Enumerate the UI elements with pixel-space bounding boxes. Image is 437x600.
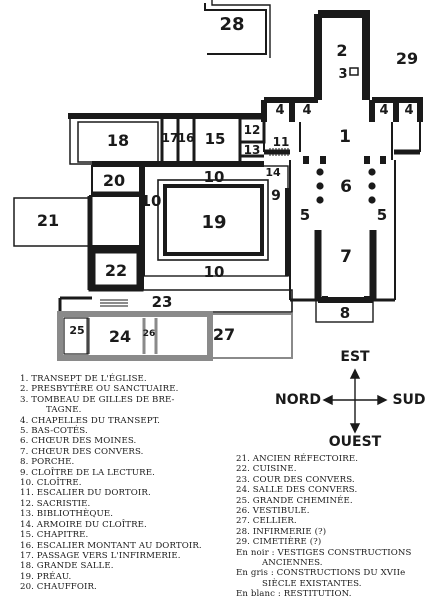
room-labels: 28 2 3 29 4 4 4 4 1 14 6 9 5 5 7 8 18 17… [37, 14, 418, 346]
room-27-label: 27 [213, 325, 235, 344]
legend-item: 13. BIBLIOTHÈQUE. [20, 509, 114, 520]
room-29-label: 29 [396, 49, 418, 68]
legend-item: 21. ANCIEN RÉFECTOIRE. [236, 454, 359, 464]
room-5-label: 5 [300, 206, 310, 224]
nave-piers [303, 156, 386, 302]
legend-item: 16. ESCALIER MONTANT AU DORTOIR. [20, 540, 202, 551]
legend-item: 15. CHAPITRE. [20, 530, 89, 541]
legend-item: En blanc : RESTITUTION. [236, 589, 352, 600]
legend-item: En gris : CONSTRUCTIONS DU XVIIe [236, 568, 406, 579]
room-13-label: 13 [244, 143, 261, 157]
legend-left-column: 1. TRANSEPT DE L'ÉGLISE.2. PRESBYTÈRE OU… [20, 374, 240, 593]
legend-item: En noir : VESTIGES CONSTRUCTIONS [236, 547, 412, 558]
room-4-label: 4 [275, 103, 284, 118]
legend-item: 14. ARMOIRE DU CLOÎTRE. [20, 519, 147, 530]
legend-right-column: 21. ANCIEN RÉFECTOIRE.22. CUISINE.23. CO… [236, 454, 434, 600]
legend-item: 1. TRANSEPT DE L'ÉGLISE. [20, 374, 147, 384]
plan-walls [13, 0, 423, 361]
legend-item: 19. PRÉAU. [20, 571, 72, 582]
compass-north-label: NORD [275, 392, 321, 408]
legend-item: 29. CIMETIÈRE (?) [236, 537, 322, 548]
room-2-label: 2 [336, 41, 347, 60]
legend-item: 6. CHŒUR DES MOINES. [20, 436, 137, 447]
room-14-label: 14 [265, 166, 281, 179]
compass-south-label: SUD [392, 392, 425, 408]
legend-item: 7. CHŒUR DES CONVERS. [20, 446, 144, 457]
legend-item: 10. CLOÎTRE. [20, 478, 82, 489]
room-3-label: 3 [338, 67, 347, 82]
room-15-label: 15 [205, 130, 226, 148]
room-4-label: 4 [404, 103, 413, 118]
legend-item: 12. SACRISTIE. [20, 498, 91, 509]
room-4-label: 4 [302, 103, 311, 118]
room-26-label: 26 [143, 329, 156, 339]
legend-item: 24. SALLE DES CONVERS. [236, 485, 358, 496]
legend-item: 25. GRANDE CHEMINÉE. [236, 495, 353, 506]
legend-item: 20. CHAUFFOIR. [20, 582, 97, 593]
room-10-label: 10 [141, 192, 162, 210]
room-8-label: 8 [340, 304, 350, 322]
legend-item: 23. COUR DES CONVERS. [236, 474, 355, 485]
legend-item: 3. TOMBEAU DE GILLES DE BRE- [20, 394, 175, 405]
legend-item: TAGNE. [46, 405, 82, 416]
room-20-label: 20 [103, 171, 125, 190]
legend-item: 9. CLOÎTRE DE LA LECTURE. [20, 467, 155, 478]
room-5-label: 5 [377, 206, 387, 224]
room-19-label: 19 [201, 212, 226, 233]
room-7-label: 7 [340, 247, 352, 267]
legend-item: 17. PASSAGE VERS L'INFIRMERIE. [20, 550, 181, 561]
room-28-label: 28 [219, 14, 244, 35]
room-17-label: 17 [162, 131, 179, 145]
legend-item: 8. PORCHE. [20, 457, 75, 468]
compass-west-label: OUEST [329, 434, 382, 450]
legend-item: 11. ESCALIER DU DORTOIR. [20, 488, 151, 499]
room-25-label: 25 [69, 324, 84, 337]
legend-item: 26. VESTIBULE. [236, 506, 310, 517]
legend-item: 18. GRANDE SALLE. [20, 561, 114, 572]
room-10-label: 10 [204, 263, 225, 281]
room-12-label: 12 [244, 123, 261, 137]
legend-item: 27. CELLIER. [236, 516, 297, 527]
room-1-label: 1 [339, 127, 351, 147]
legend-item: 5. BAS-COTÉS. [20, 426, 88, 437]
room-22-label: 22 [105, 261, 127, 280]
room-24-label: 24 [109, 327, 131, 346]
abbey-floor-plan: 28 2 3 29 4 4 4 4 1 14 6 9 5 5 7 8 18 17… [13, 0, 423, 361]
room-16-label: 16 [178, 131, 195, 145]
legend-item: 28. INFIRMERIE (?) [236, 526, 327, 537]
room-23-label: 23 [152, 293, 173, 311]
legend-item: SIÈCLE EXISTANTES. [262, 578, 362, 589]
legend-item: ANCIENNES. [262, 558, 323, 569]
room-11-label: 11 [273, 135, 290, 149]
room-21-label: 21 [37, 211, 59, 230]
legend-item: 4. CHAPELLES DU TRANSEPT. [20, 415, 161, 426]
legend-item: 2. PRESBYTÈRE OU SANCTUAIRE. [20, 384, 179, 395]
room-18-label: 18 [107, 131, 129, 150]
legend-item: 22. CUISINE. [236, 464, 297, 475]
room-10-label: 10 [204, 168, 225, 186]
room-9-label: 9 [271, 188, 281, 204]
room-4-label: 4 [379, 103, 388, 118]
room-6-label: 6 [340, 177, 352, 197]
